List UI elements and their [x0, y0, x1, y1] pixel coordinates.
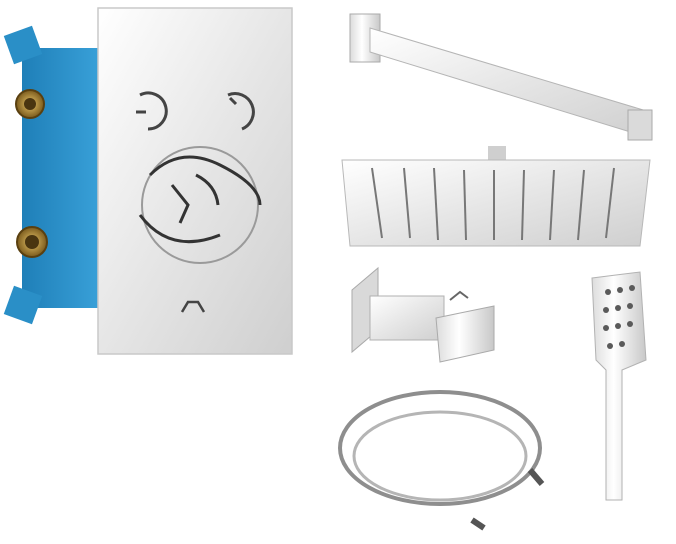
concealed-mixer-box — [3, 25, 104, 325]
diverter-logo — [180, 300, 206, 313]
small-knob-right — [227, 92, 255, 131]
main-thermostatic-knob — [138, 146, 262, 264]
shower-hose — [338, 390, 545, 531]
rain-shower-head — [341, 146, 651, 247]
hand-shower — [591, 271, 647, 501]
shower-arm — [349, 13, 653, 141]
small-knob-left — [136, 91, 168, 131]
trim-plate — [97, 7, 293, 355]
wall-outlet-bracket — [351, 266, 495, 363]
